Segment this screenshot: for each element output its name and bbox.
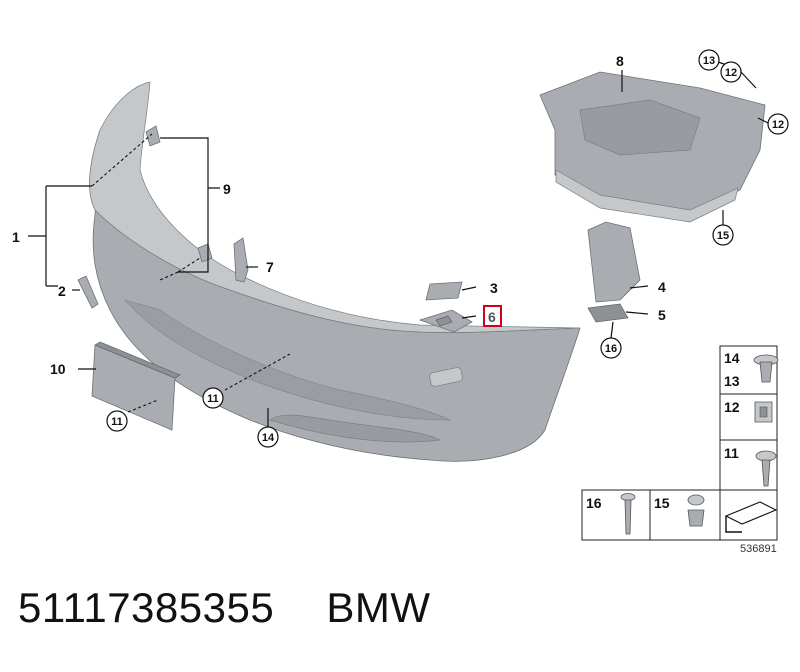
part-3-cover (425, 281, 463, 301)
reference-number: 536891 (740, 543, 777, 555)
part-2-trim (77, 275, 99, 309)
callout-11-upper: 11 (202, 387, 224, 409)
svg-text:15: 15 (717, 230, 729, 242)
callout-6-highlight (483, 305, 502, 327)
callout-11-lower: 11 (106, 410, 128, 432)
svg-text:12: 12 (725, 67, 737, 79)
callout-6[interactable]: 6 (488, 309, 496, 325)
legend-label-16: 16 (586, 495, 602, 511)
arrow-icon (724, 501, 778, 533)
callout-3: 3 (490, 280, 498, 296)
callout-10: 10 (50, 361, 66, 377)
callout-9: 9 (223, 181, 231, 197)
callout-15: 15 (712, 224, 734, 246)
part-6-cap-slot (435, 315, 453, 327)
callout-4: 4 (658, 279, 666, 295)
part-number: 51117385355 (18, 584, 275, 631)
legend-label-12: 12 (724, 399, 740, 415)
legend-label-14: 14 (724, 350, 740, 366)
svg-text:14: 14 (262, 432, 275, 444)
part-7-bracket (233, 237, 249, 283)
hardware-legend: 14 13 12 11 16 15 536891 (581, 345, 779, 555)
callout-7: 7 (266, 259, 274, 275)
callout-12-right: 12 (767, 113, 789, 135)
callout-14: 14 (257, 426, 279, 448)
legend-label-13: 13 (724, 373, 740, 389)
bolt-icon (620, 493, 636, 535)
push-rivet-icon (753, 354, 779, 383)
bumper-cover-part (89, 81, 581, 462)
svg-text:11: 11 (207, 393, 219, 405)
svg-text:13: 13 (703, 55, 715, 67)
svg-text:16: 16 (605, 343, 617, 355)
part-9-clip-upper (145, 125, 161, 147)
licence-plate-base-part (91, 341, 181, 431)
callout-12-top: 12 (720, 61, 742, 83)
carrier-part-8 (539, 71, 766, 223)
expanding-rivet-icon (687, 494, 705, 527)
svg-text:11: 11 (111, 416, 123, 428)
legend-label-15: 15 (654, 495, 670, 511)
callout-8: 8 (616, 53, 624, 69)
callout-2: 2 (58, 283, 66, 299)
screw-icon (755, 450, 777, 487)
callout-16: 16 (600, 337, 622, 359)
callout-13: 13 (698, 49, 720, 71)
part-number-footer: 51117385355 BMW (18, 584, 431, 632)
legend-label-11: 11 (724, 445, 739, 461)
svg-text:12: 12 (772, 119, 784, 131)
part-4-side-bracket (587, 221, 641, 303)
brand-name: BMW (326, 584, 431, 631)
callout-5: 5 (658, 307, 666, 323)
nut-clip-icon (754, 401, 773, 423)
part-5-guide (587, 303, 629, 323)
callout-1: 1 (12, 229, 20, 245)
